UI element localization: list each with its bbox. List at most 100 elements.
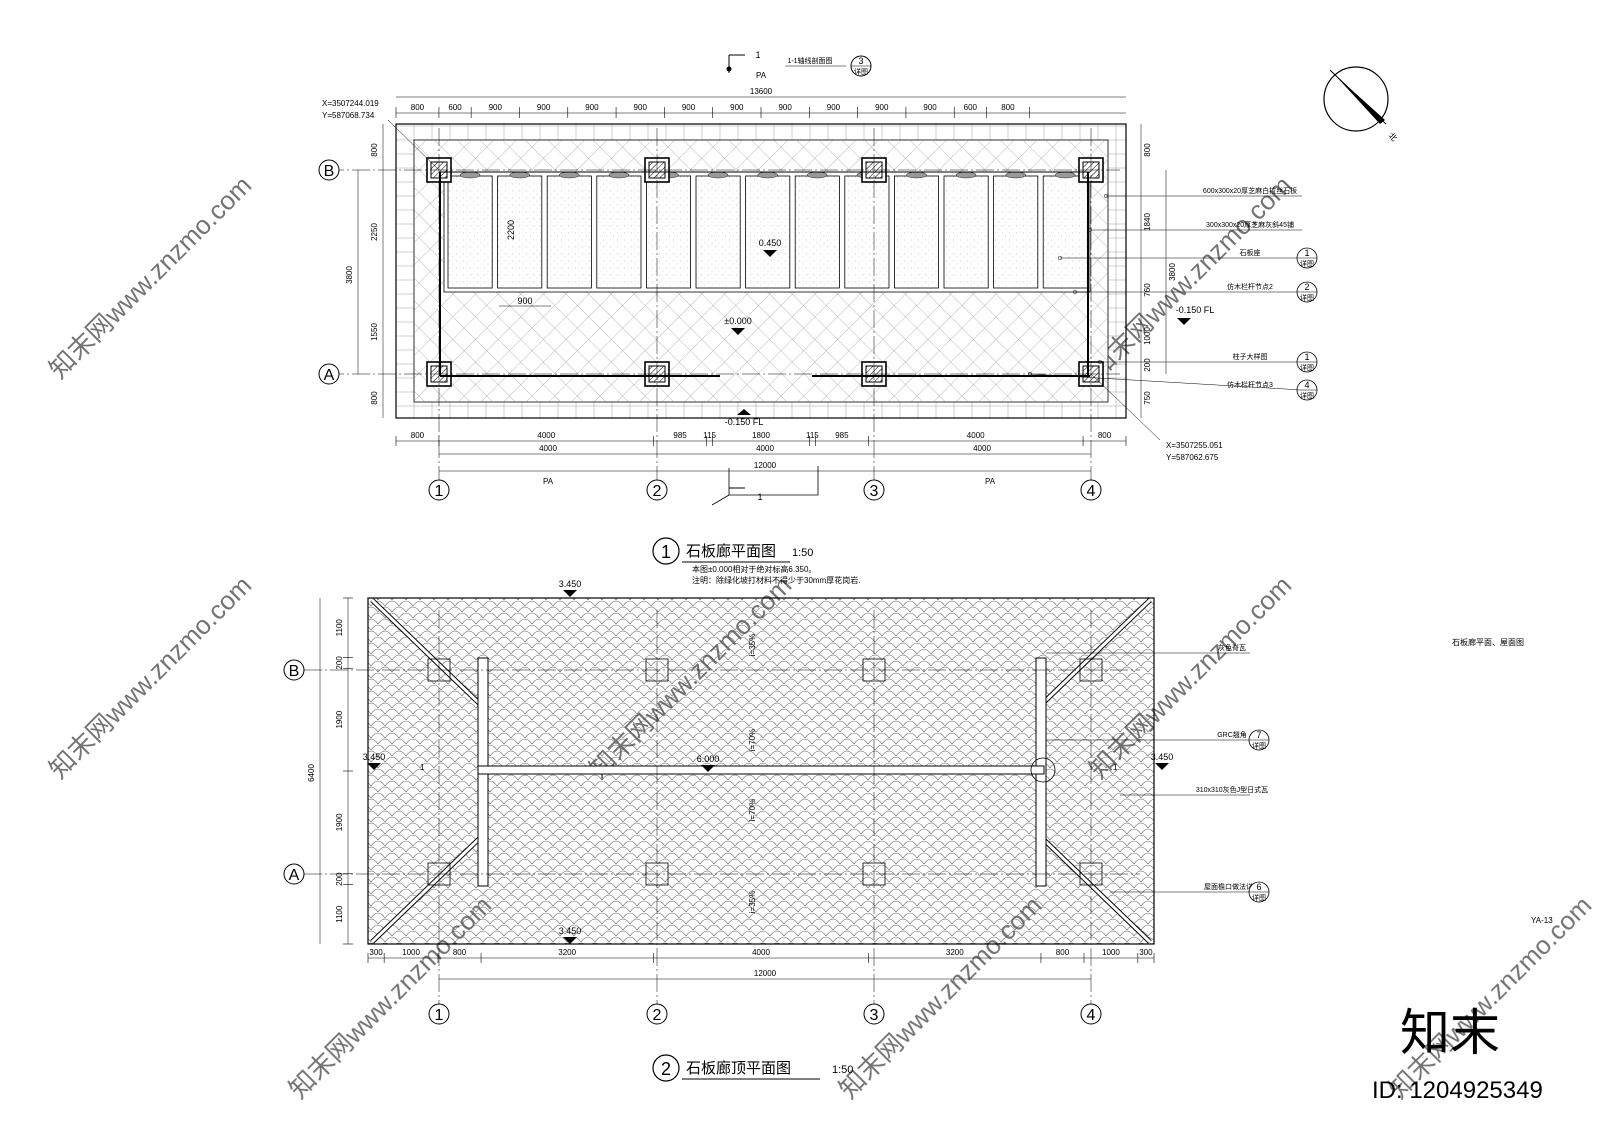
svg-text:详图: 详图 — [1300, 363, 1314, 372]
roof-title: 2 石板廊顶平面图 1:50 — [652, 1054, 853, 1082]
svg-text:12000: 12000 — [754, 461, 777, 470]
dimension-text: 4000 — [752, 948, 770, 957]
svg-text:0.450: 0.450 — [759, 238, 782, 248]
svg-text:3.450: 3.450 — [559, 926, 582, 936]
watermark-id: ID: 1204925349 — [1372, 1077, 1543, 1104]
svg-text:3: 3 — [870, 1007, 879, 1024]
dimension-text: 1800 — [752, 431, 770, 440]
svg-text:4: 4 — [1304, 380, 1309, 390]
dimension-text: 115 — [806, 431, 819, 440]
svg-text:4: 4 — [1087, 483, 1096, 500]
plan-grid-bubble-1: 1 — [428, 479, 450, 501]
plan-grid-bubble-2: 2 — [646, 479, 668, 501]
roof-plan: B A 1 2 3 4 3.450 3.450 3.450 3.450 6.00… — [283, 579, 1270, 1082]
stone-slab — [894, 175, 940, 289]
svg-text:1: 1 — [1304, 352, 1309, 362]
svg-text:4: 4 — [1087, 1007, 1096, 1024]
plan-grid-bubble-A: A — [318, 363, 340, 385]
callout-label: 300x300x20厚芝麻灰斜45铺 — [1206, 220, 1294, 229]
stone-slab — [695, 175, 741, 289]
stone-slab — [546, 175, 592, 289]
svg-text:3800: 3800 — [1168, 263, 1177, 281]
dimension-text: 600 — [964, 103, 978, 112]
roof-column-outline — [427, 658, 451, 682]
dimension-text: 115 — [703, 431, 716, 440]
roof-grid-bubble-3: 3 — [863, 1003, 885, 1025]
stone-slab — [943, 175, 989, 289]
svg-text:详图: 详图 — [1252, 893, 1266, 902]
dimension-text: 900 — [634, 103, 648, 112]
svg-text:详图: 详图 — [1300, 293, 1314, 302]
plan-grid-bubble-B: B — [318, 159, 340, 181]
svg-text:知末网www.znzmo.com: 知末网www.znzmo.com — [1383, 890, 1597, 1104]
svg-text:Y=587068.734: Y=587068.734 — [322, 111, 375, 120]
svg-text:13600: 13600 — [750, 87, 773, 96]
svg-text:-0.150 FL: -0.150 FL — [725, 417, 764, 427]
svg-text:1:50: 1:50 — [792, 547, 813, 559]
dimension-text: 300 — [1139, 948, 1153, 957]
stone-slab — [794, 175, 840, 289]
svg-text:1: 1 — [435, 483, 444, 500]
svg-text:1: 1 — [661, 542, 671, 562]
svg-text:1: 1 — [420, 763, 425, 772]
svg-text:1: 1 — [757, 492, 762, 502]
stone-slab — [596, 175, 642, 289]
roof-column-outline — [862, 862, 886, 886]
svg-text:PA: PA — [985, 477, 996, 486]
roof-column-outline — [645, 862, 669, 886]
dimension-text: 800 — [1098, 431, 1112, 440]
roof-grid-bubble-2: 2 — [646, 1003, 668, 1025]
svg-text:200: 200 — [1143, 358, 1152, 372]
callout-label: 310x310灰色J型日式瓦 — [1196, 785, 1268, 794]
svg-text:4000: 4000 — [539, 444, 557, 453]
svg-text:1000: 1000 — [1143, 327, 1152, 345]
dimension-text: 900 — [489, 103, 503, 112]
dimension-text: 800 — [411, 431, 425, 440]
svg-text:X=3507255.051: X=3507255.051 — [1166, 441, 1223, 450]
svg-text:Y=587062.675: Y=587062.675 — [1166, 453, 1219, 462]
svg-text:7: 7 — [1256, 730, 1261, 740]
callout-label: 灰色脊瓦 — [1218, 643, 1246, 652]
dimension-text: 4000 — [537, 431, 555, 440]
svg-text:1-1轴线剖面图: 1-1轴线剖面图 — [787, 56, 832, 65]
svg-text:A: A — [289, 867, 300, 884]
floor-plan: B A 1 2 3 4 PA 13600 800 600 900 900 900 900 9… — [318, 50, 1318, 585]
roof-grid-bubble-4: 4 — [1080, 1003, 1102, 1025]
plan-grid-bubble-4: 4 — [1080, 479, 1102, 501]
svg-text:注明：除绿化坡打材料不得少于30mm厚花岗岩.: 注明：除绿化坡打材料不得少于30mm厚花岗岩. — [692, 575, 860, 585]
dimension-text: 1100 — [335, 619, 344, 637]
svg-text:800: 800 — [370, 391, 379, 405]
section-cut-bottom: 1 — [711, 466, 819, 506]
svg-text:1840: 1840 — [1143, 213, 1152, 231]
svg-text:1: 1 — [1113, 763, 1118, 772]
dimension-text: 900 — [827, 103, 841, 112]
svg-text:3.450: 3.450 — [1151, 752, 1174, 762]
svg-text:详图: 详图 — [1252, 741, 1266, 750]
stone-slab — [646, 175, 692, 289]
stone-slab — [1042, 175, 1088, 289]
svg-text:800: 800 — [370, 143, 379, 157]
svg-text:1: 1 — [1304, 248, 1309, 258]
svg-text:3800: 3800 — [345, 266, 354, 284]
svg-text:12000: 12000 — [754, 969, 777, 978]
dimension-text: 200 — [335, 872, 344, 886]
svg-text:i=35%: i=35% — [748, 891, 757, 913]
dimension-text: 900 — [875, 103, 889, 112]
dimension-text: 900 — [585, 103, 599, 112]
callout-label: 柱子大样图 — [1233, 352, 1268, 361]
svg-text:4000: 4000 — [973, 444, 991, 453]
stone-slab — [844, 175, 890, 289]
callout-label: 600x300x20厚芝麻白拉丝石板 — [1203, 186, 1297, 195]
svg-text:750: 750 — [1143, 391, 1152, 405]
dimension-text: 800 — [411, 103, 425, 112]
callout-label: GRC翘角 — [1217, 730, 1247, 739]
dimension-text: 985 — [673, 431, 687, 440]
svg-text:A: A — [324, 367, 335, 384]
stone-slab — [497, 175, 543, 289]
svg-text:800: 800 — [1143, 143, 1152, 157]
north-arrow-icon: 北 — [1323, 66, 1399, 143]
plan-grid-bubble-3: 3 — [863, 479, 885, 501]
